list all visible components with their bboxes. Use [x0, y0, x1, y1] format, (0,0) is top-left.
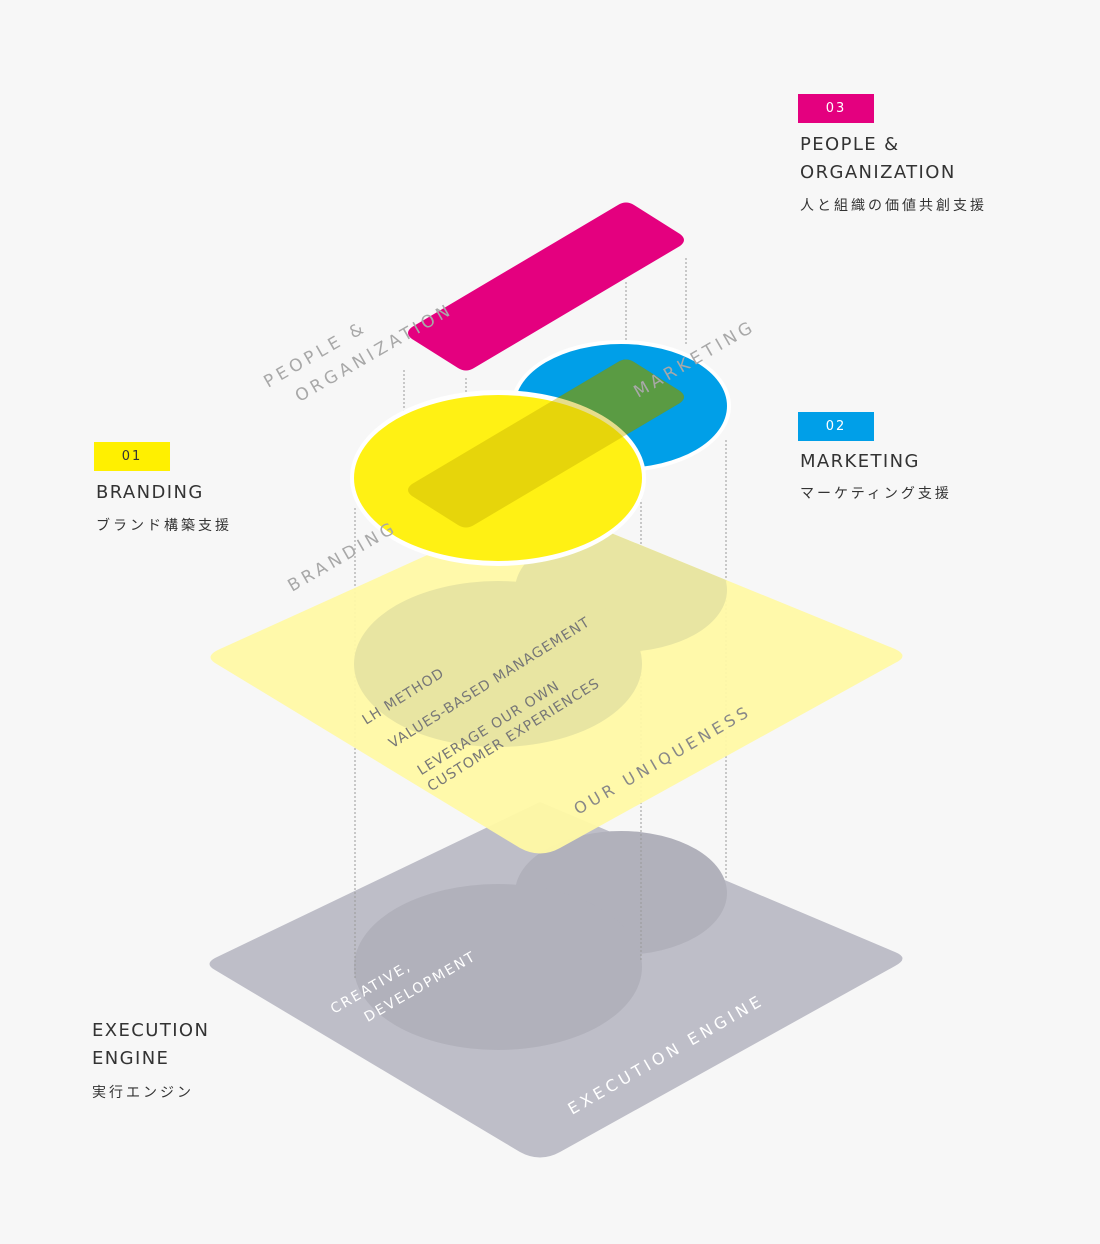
branding-circle — [354, 395, 642, 561]
branding-subtitle: ブランド構築支援 — [96, 518, 232, 534]
engine-legend-title-line1: EXECUTION — [92, 1020, 210, 1041]
people-title: PEOPLE & ORGANIZATION — [800, 131, 956, 187]
marketing-number-badge: 02 — [798, 412, 874, 441]
uniqueness-shadow — [354, 528, 727, 747]
marketing-title: MARKETING — [800, 451, 920, 472]
people-organization-bar — [408, 202, 684, 371]
people-subtitle: 人と組織の価値共創支援 — [800, 198, 987, 214]
engine-legend-subtitle: 実行エンジン — [92, 1085, 194, 1101]
people-title-line1: PEOPLE & — [800, 134, 900, 155]
people-title-line2: ORGANIZATION — [800, 162, 956, 183]
branding-bar-overlap — [408, 359, 684, 528]
people-number-badge: 03 — [798, 94, 874, 123]
engine-shadow — [354, 831, 727, 1050]
engine-legend-title-line2: ENGINE — [92, 1048, 170, 1069]
marketing-subtitle: マーケティング支援 — [800, 486, 952, 502]
branding-number-badge: 01 — [94, 442, 170, 471]
branding-title: BRANDING — [96, 482, 204, 503]
engine-legend-title: EXECUTION ENGINE — [92, 1017, 209, 1073]
